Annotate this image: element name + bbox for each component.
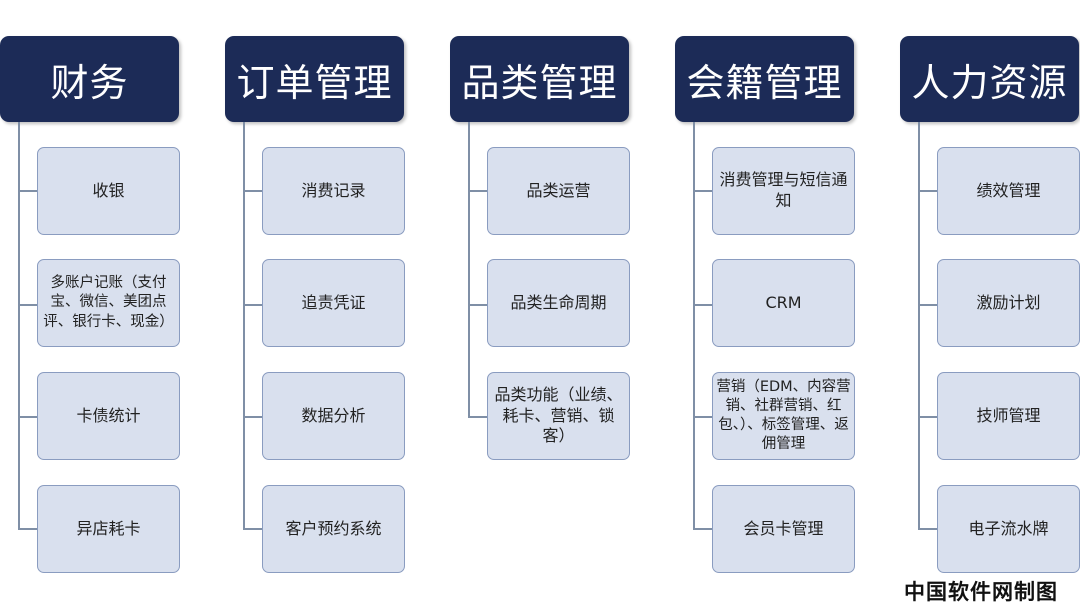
connector-horizontal	[244, 416, 262, 418]
node-box: 品类功能（业绩、耗卡、营销、锁客）	[487, 372, 630, 460]
connector-horizontal	[244, 304, 262, 306]
node-box: 收银	[37, 147, 180, 235]
node-box: 消费记录	[262, 147, 405, 235]
connector-horizontal	[919, 528, 937, 530]
node-box: 数据分析	[262, 372, 405, 460]
connector-horizontal	[694, 190, 712, 192]
node-box: 会员卡管理	[712, 485, 855, 573]
column-category: 品类管理 品类运营 品类生命周期 品类功能（业绩、耗卡、营销、锁客）	[450, 0, 635, 608]
node-box: 卡债统计	[37, 372, 180, 460]
connector-vertical	[918, 122, 920, 530]
connector-horizontal	[694, 304, 712, 306]
connector-horizontal	[19, 190, 37, 192]
connector-vertical	[693, 122, 695, 530]
node-box: 异店耗卡	[37, 485, 180, 573]
connector-horizontal	[469, 304, 487, 306]
node-box: 技师管理	[937, 372, 1080, 460]
connector-vertical	[18, 122, 20, 530]
column-hr: 人力资源 绩效管理 激励计划 技师管理 电子流水牌	[900, 0, 1080, 608]
connector-vertical	[468, 122, 470, 418]
column-header: 订单管理	[225, 36, 404, 122]
connector-horizontal	[919, 304, 937, 306]
column-header: 会籍管理	[675, 36, 854, 122]
watermark-text: 中国软件网制图	[904, 580, 1058, 604]
column-finance: 财务 收银 多账户记账（支付宝、微信、美团点评、银行卡、现金） 卡债统计 异店耗…	[0, 0, 185, 608]
connector-horizontal	[919, 416, 937, 418]
connector-horizontal	[244, 190, 262, 192]
node-box: 电子流水牌	[937, 485, 1080, 573]
node-box: CRM	[712, 259, 855, 347]
node-box: 营销（EDM、内容营销、社群营销、红包、）、标签管理、返佣管理	[712, 372, 855, 460]
node-box: 品类生命周期	[487, 259, 630, 347]
column-header: 人力资源	[900, 36, 1079, 122]
node-box: 消费管理与短信通知	[712, 147, 855, 235]
column-header: 财务	[0, 36, 179, 122]
column-header: 品类管理	[450, 36, 629, 122]
connector-horizontal	[19, 416, 37, 418]
node-box: 品类运营	[487, 147, 630, 235]
connector-horizontal	[244, 528, 262, 530]
connector-horizontal	[469, 190, 487, 192]
column-membership: 会籍管理 消费管理与短信通知 CRM 营销（EDM、内容营销、社群营销、红包、）…	[675, 0, 860, 608]
node-box: 绩效管理	[937, 147, 1080, 235]
connector-horizontal	[694, 416, 712, 418]
node-box: 多账户记账（支付宝、微信、美团点评、银行卡、现金）	[37, 259, 180, 347]
column-orders: 订单管理 消费记录 追责凭证 数据分析 客户预约系统	[225, 0, 410, 608]
connector-horizontal	[919, 190, 937, 192]
connector-vertical	[243, 122, 245, 530]
connector-horizontal	[469, 416, 487, 418]
connector-horizontal	[19, 304, 37, 306]
connector-horizontal	[694, 528, 712, 530]
node-box: 客户预约系统	[262, 485, 405, 573]
node-box: 追责凭证	[262, 259, 405, 347]
connector-horizontal	[19, 528, 37, 530]
node-box: 激励计划	[937, 259, 1080, 347]
